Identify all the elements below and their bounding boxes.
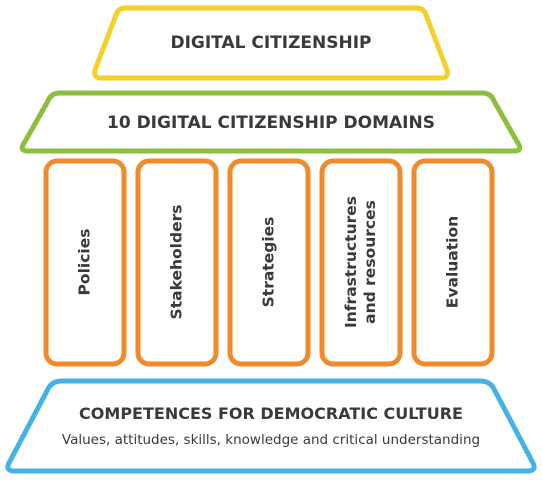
pillar-label: Evaluation bbox=[444, 216, 463, 308]
competences-title: COMPETENCES FOR DEMOCRATIC CULTURE bbox=[79, 404, 463, 423]
digital-citizenship-title: DIGITAL CITIZENSHIP bbox=[170, 33, 372, 53]
pillar-label-line: Evaluation bbox=[443, 215, 462, 309]
domains-trapezoid bbox=[19, 90, 523, 154]
pillar-label: Strategies bbox=[260, 217, 279, 308]
pillar-box bbox=[135, 158, 219, 367]
top-trapezoid bbox=[92, 5, 450, 81]
pillar-label: Policies bbox=[76, 229, 95, 296]
pillar-label-line: Strategies bbox=[259, 216, 278, 308]
pillar-label-line: Infrastructures bbox=[342, 196, 360, 328]
pillar-box bbox=[411, 158, 495, 367]
pillar-label: Stakeholders bbox=[168, 205, 187, 320]
pillar-label-line: Stakeholders bbox=[167, 204, 186, 320]
domains-title: 10 DIGITAL CITIZENSHIP DOMAINS bbox=[107, 113, 435, 133]
pillar-box bbox=[319, 158, 403, 367]
base-trapezoid bbox=[5, 378, 537, 474]
pillar-label-line: Policies bbox=[75, 228, 94, 296]
pillar-box bbox=[227, 158, 311, 367]
pillar-label-line: and resources bbox=[361, 200, 379, 324]
competences-subtitle: Values, attitudes, skills, knowledge and… bbox=[61, 432, 481, 448]
pillar-box bbox=[43, 158, 127, 367]
